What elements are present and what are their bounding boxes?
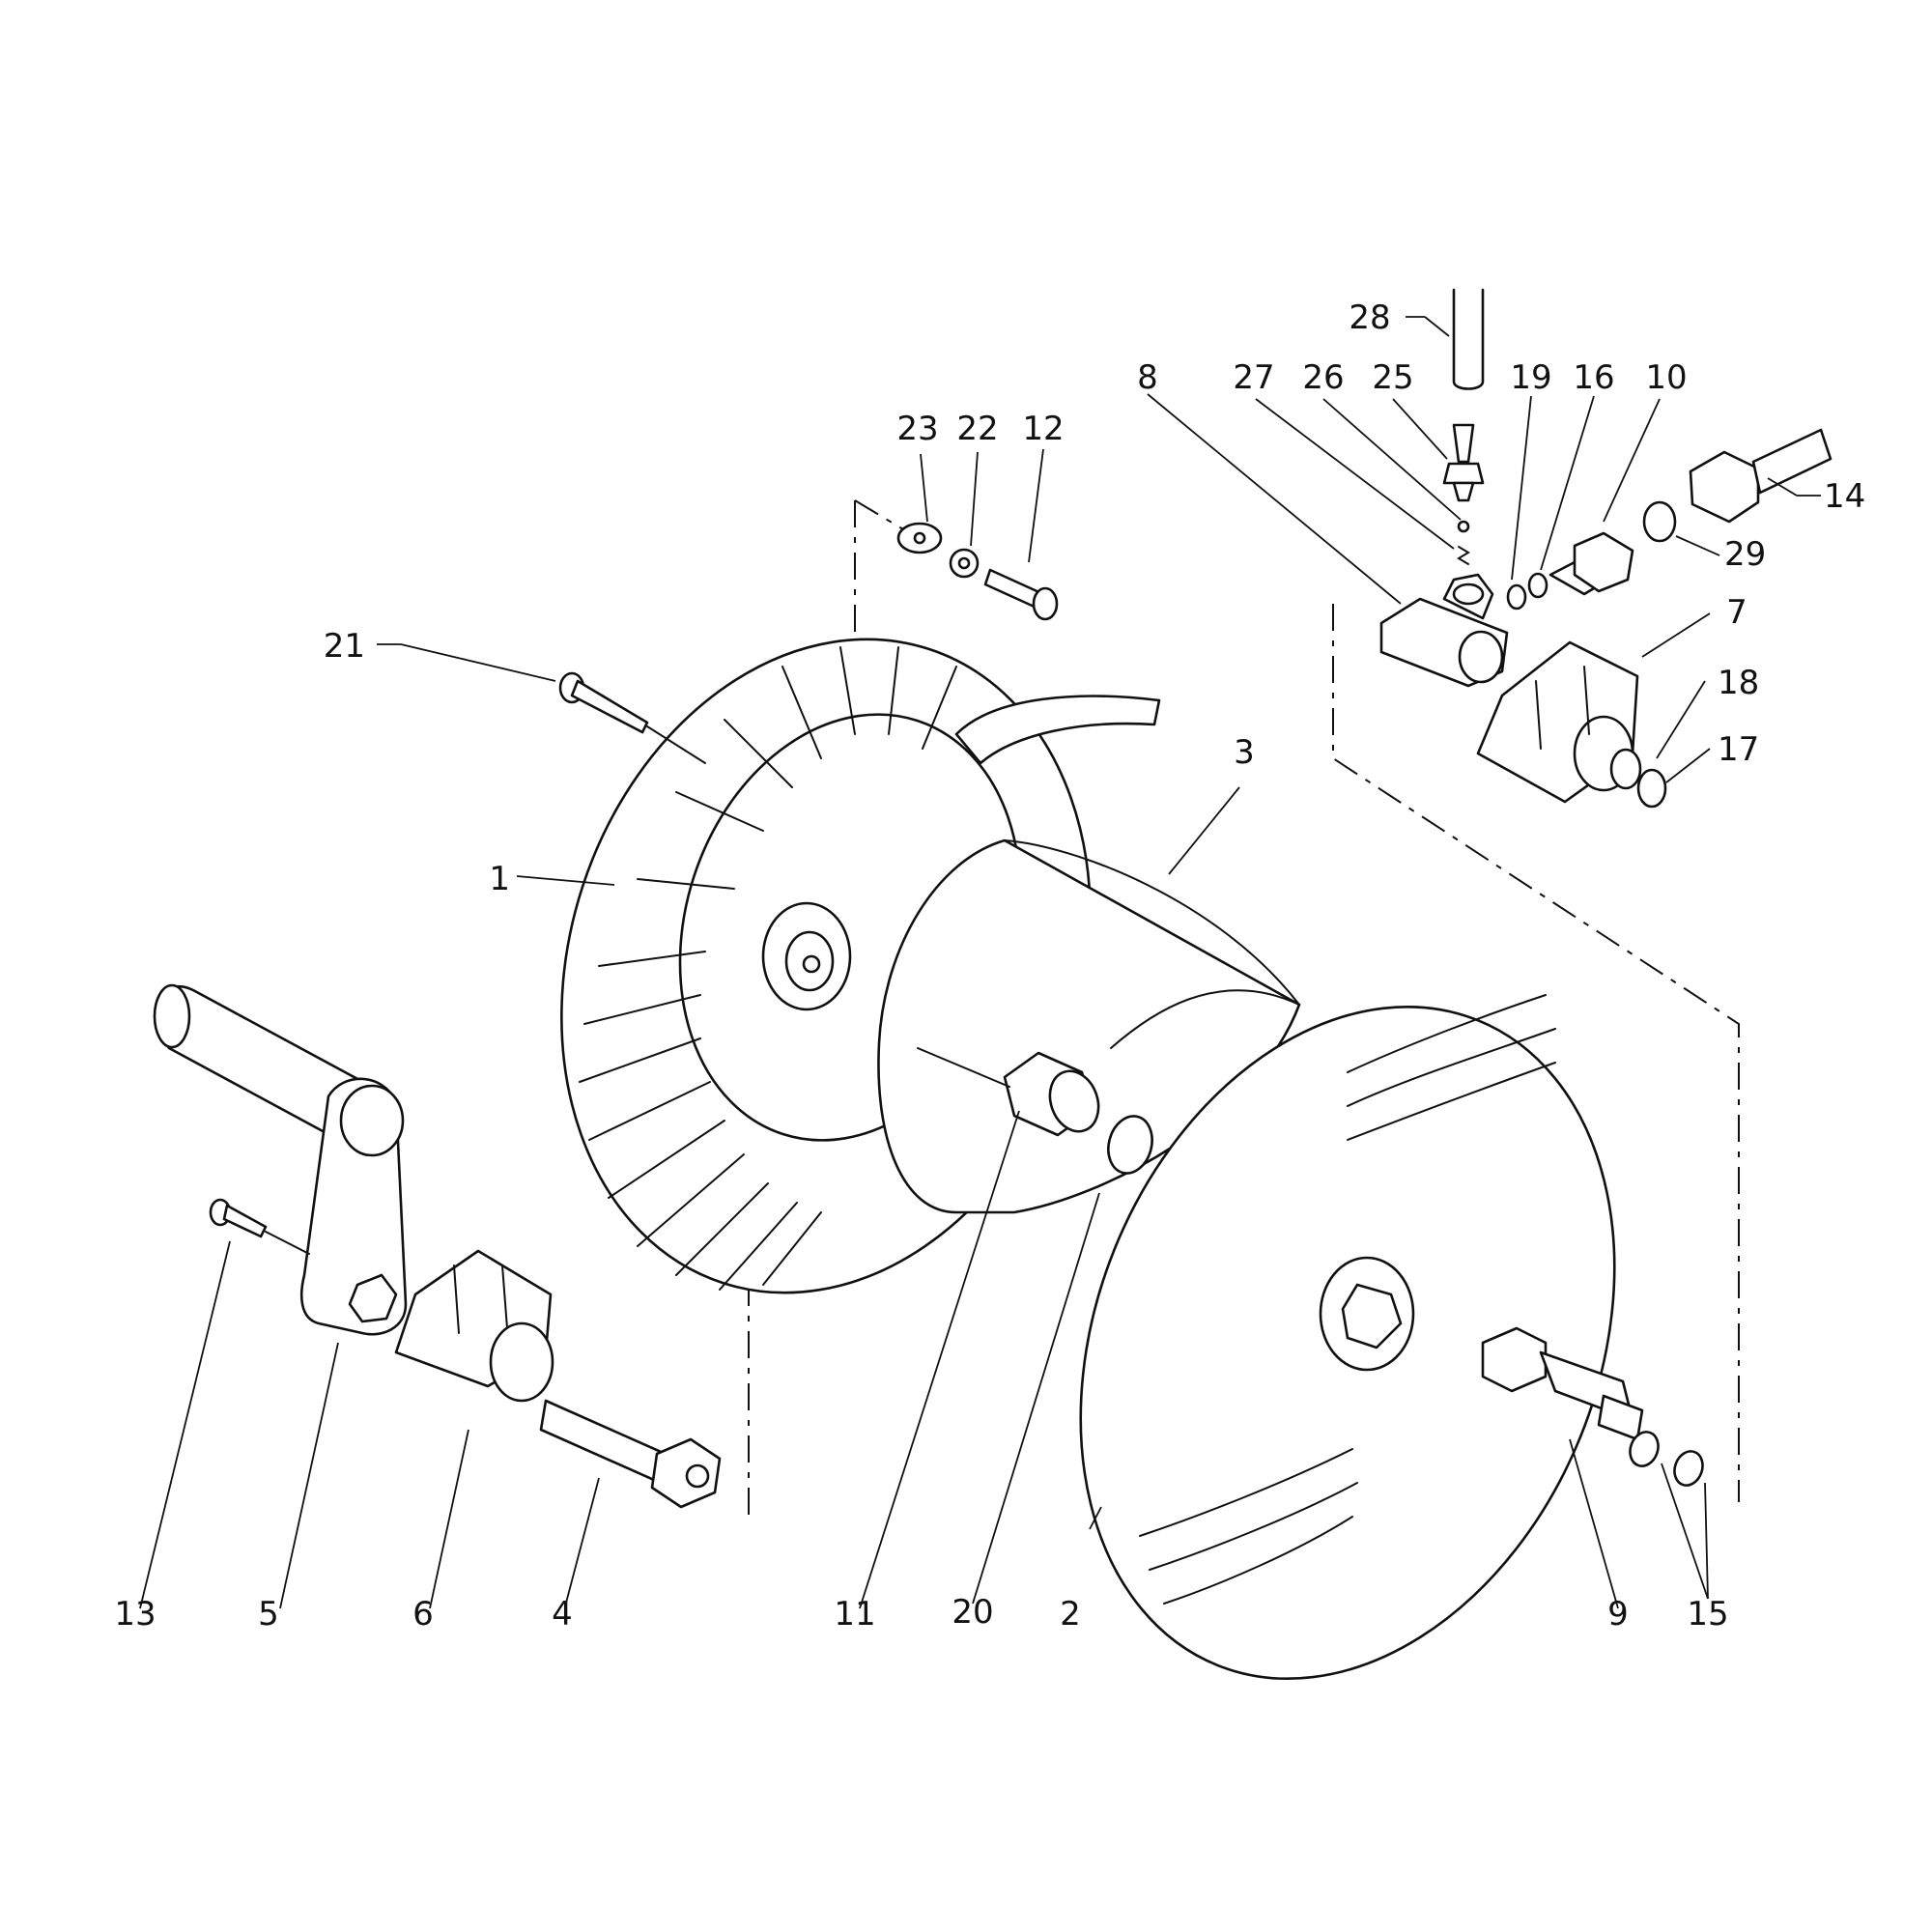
callout-8: 8 <box>1137 358 1158 397</box>
callout-9: 9 <box>1607 1595 1629 1634</box>
callout-25: 25 <box>1372 358 1413 397</box>
part-27-spring <box>1457 546 1470 565</box>
callout-19: 19 <box>1510 358 1551 397</box>
callout-5: 5 <box>258 1595 279 1634</box>
part-26-ball <box>1457 520 1470 533</box>
callout-15: 15 <box>1687 1595 1728 1634</box>
part-19-o-ring <box>1506 583 1527 611</box>
callout-28: 28 <box>1349 298 1390 337</box>
callout-21: 21 <box>324 627 365 666</box>
part-13-screw <box>209 1198 310 1255</box>
part-9-axle-connector <box>1481 1326 1644 1441</box>
part-18-o-ring <box>1609 748 1642 790</box>
callout-13: 13 <box>114 1595 156 1634</box>
part-15-o-rings <box>1629 1431 1704 1487</box>
part-25-nipple <box>1442 423 1485 502</box>
callout-29: 29 <box>1724 535 1766 574</box>
part-29-washer <box>1642 500 1677 543</box>
callout-4: 4 <box>552 1595 573 1634</box>
part-20-circlip <box>1107 1115 1153 1175</box>
callout-10: 10 <box>1645 358 1687 397</box>
part-4-axle-sleeve <box>539 1399 722 1509</box>
part-5-crank-handle <box>153 983 408 1336</box>
part-6-left-bracket <box>394 1249 554 1403</box>
callout-3: 3 <box>1234 733 1255 772</box>
part-21-screw <box>558 671 706 764</box>
callout-20: 20 <box>952 1593 993 1632</box>
callout-22: 22 <box>956 410 998 448</box>
callout-14: 14 <box>1824 477 1865 516</box>
callout-12: 12 <box>1022 410 1064 448</box>
part-14-hose-nut <box>1689 428 1833 524</box>
part-10-threaded-fitting <box>1548 531 1634 596</box>
callout-17: 17 <box>1718 730 1759 769</box>
callout-7: 7 <box>1726 593 1747 632</box>
callout-1: 1 <box>489 860 510 898</box>
callout-leader-lines <box>139 316 1821 1609</box>
callout-23: 23 <box>896 410 938 448</box>
part-11-hose-swivel <box>917 1047 1100 1137</box>
callout-labels: 1 2 3 4 5 6 7 8 9 10 11 12 13 14 15 16 1… <box>114 298 1865 1634</box>
callout-6: 6 <box>412 1595 434 1634</box>
callout-2: 2 <box>1060 1595 1081 1634</box>
part-2-reel-cover <box>1079 994 1616 1681</box>
callout-11: 11 <box>834 1595 875 1634</box>
callout-26: 26 <box>1302 358 1344 397</box>
part-22-star-washer <box>949 548 980 579</box>
callout-16: 16 <box>1573 358 1614 397</box>
part-16-o-ring <box>1527 572 1548 599</box>
part-17-circlip <box>1636 768 1667 809</box>
callout-18: 18 <box>1718 664 1759 702</box>
part-28-hose <box>1452 288 1485 390</box>
part-8-tee-fitting <box>1379 573 1509 688</box>
callout-27: 27 <box>1233 358 1274 397</box>
part-23-washer <box>896 522 943 554</box>
part-12-screw <box>983 568 1059 621</box>
